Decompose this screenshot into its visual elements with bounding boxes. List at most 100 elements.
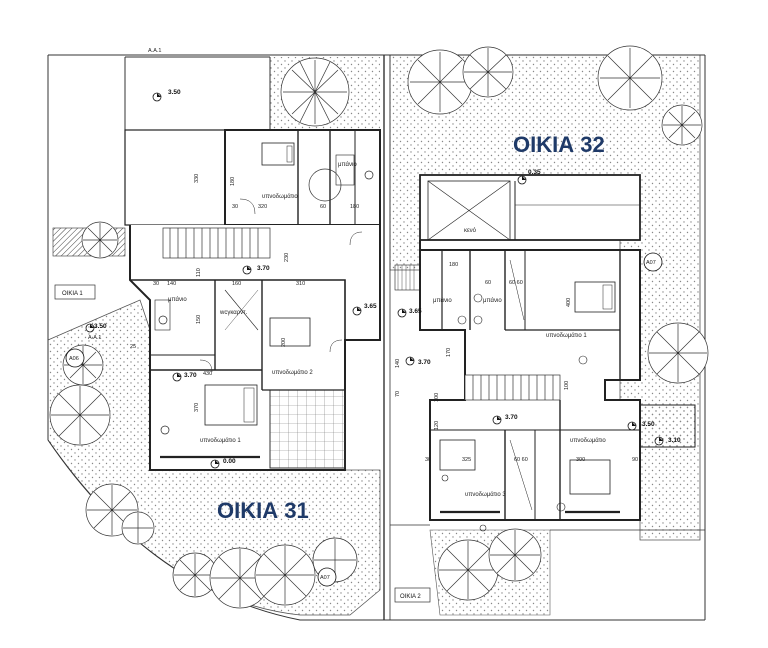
room-bed3-right: υπνοδωμάτιο 3 [465,491,506,498]
level-10: 0.35 [528,169,541,176]
dim-25: 90 [632,457,638,463]
level-2: 3.70 [257,265,270,272]
dim-15: 180 [449,262,458,268]
dim-29: 100 [434,393,440,402]
level-7: 3.70 [505,414,518,421]
section-mark-a07-bottom: A07 [320,575,330,581]
level-5: 3.65 [409,308,422,315]
room-bed-top: υπνοδωμάτιο [262,193,298,200]
level-markers [85,92,664,469]
level-12: 3.50 [94,323,107,330]
room-bath-left: μπάνιο [168,296,187,303]
tree-2 [407,49,473,115]
tree-11 [121,511,155,545]
dim-8: 110 [196,268,202,277]
dim-14: 150 [196,315,202,324]
plot-tag-left-box [54,284,96,300]
plot-tag-right-box [394,587,431,603]
room-bath-r1: μπάνιο [433,297,452,304]
bed-top [261,142,295,166]
tree-5 [661,104,703,146]
dim-2: 60 [320,204,326,210]
tree-6 [81,221,119,259]
tree-13 [209,547,271,609]
dim-11: 430 [203,371,212,377]
level-3: 3.70 [184,372,197,379]
dim-4: 30 [232,204,238,210]
bed-right [569,459,611,495]
dim-22: 60 60 [514,457,528,463]
dim-20: 170 [446,348,452,357]
tree-3 [462,46,514,98]
dim-17: 400 [566,298,572,307]
level-1: 3.50 [168,89,181,96]
tree-9 [49,384,111,446]
dim-9: 230 [284,253,290,262]
room-bed2-left: υπνοδωμάτιο 2 [272,369,313,376]
level-9: 3.10 [668,437,681,444]
level-6: 3.70 [418,359,431,366]
dim-23: 300 [576,457,585,463]
section-mark-top: A.A.1 [148,48,161,54]
dim-24: 30 [425,457,431,463]
tree-17 [488,528,542,582]
terrace-tiles-left [269,389,346,469]
room-void: κενό [464,227,477,234]
dim-27: 180 [230,177,236,186]
section-mark-left: A.A.1 [88,335,101,341]
room-wc: wcγκαρντ. [219,310,248,316]
level-4: 3.65 [364,303,377,310]
dim-31: 25 [130,344,136,350]
house-32-plan [394,174,696,532]
room-bed1-left: υπνοδωμάτιο 1 [200,437,241,444]
plot-tag-left: ΟΙΚΙΑ 1 [62,291,83,297]
void-area [419,174,641,241]
dim-28: 70 [395,391,401,397]
section-markers [65,252,663,587]
tree-7 [647,322,709,384]
dim-19: 140 [395,359,401,368]
dim-26: 120 [434,421,440,430]
house-31-title: ΟΙΚΙΑ 31 [217,498,309,523]
house-32-title: ΟΙΚΙΑ 32 [513,132,605,157]
bed-3-right [439,439,476,471]
tree-4 [597,45,663,111]
plot-tag-right: ΟΙΚΙΑ 2 [400,594,421,600]
trees [49,45,709,609]
bed-1-right [574,281,616,313]
dim-13: 200 [281,338,287,347]
bed-1-left [204,384,258,426]
dim-18: 100 [564,381,570,390]
dim-6: 140 [167,281,176,287]
dim-16: 60 60 [509,280,523,286]
porch-right [639,404,696,448]
dim-1: 320 [258,204,267,210]
house-31-plan [52,129,381,471]
tree-1 [280,57,350,127]
tree-18 [308,168,342,202]
section-mark-a07-right: A07 [646,260,656,266]
dim-5: 330 [194,174,200,183]
dim-7: 160 [232,281,241,287]
room-bed1-right: υπνοδωμάτιο 1 [546,332,587,339]
dim-30: 60 [485,280,491,286]
room-bath-top: μπάνιο [338,161,357,168]
site-boundaries [47,54,706,621]
dim-32: 30 [153,281,159,287]
dim-12: 370 [194,403,200,412]
stair-left [162,227,271,259]
level-11: 0.00 [223,458,236,465]
section-mark-a06: A06 [69,356,79,362]
dim-21: 325 [462,457,471,463]
dim-3: 180 [350,204,359,210]
level-8: 3.50 [642,421,655,428]
tree-16 [437,539,499,601]
bed-2-left [269,317,311,347]
room-bath-r2: μπάνιο [483,297,502,304]
tree-14 [254,544,316,606]
room-bed-right: υπνοδωμάτιο [570,437,606,444]
tree-12 [172,552,218,598]
stair-right [464,374,561,401]
dim-10: 310 [296,281,305,287]
